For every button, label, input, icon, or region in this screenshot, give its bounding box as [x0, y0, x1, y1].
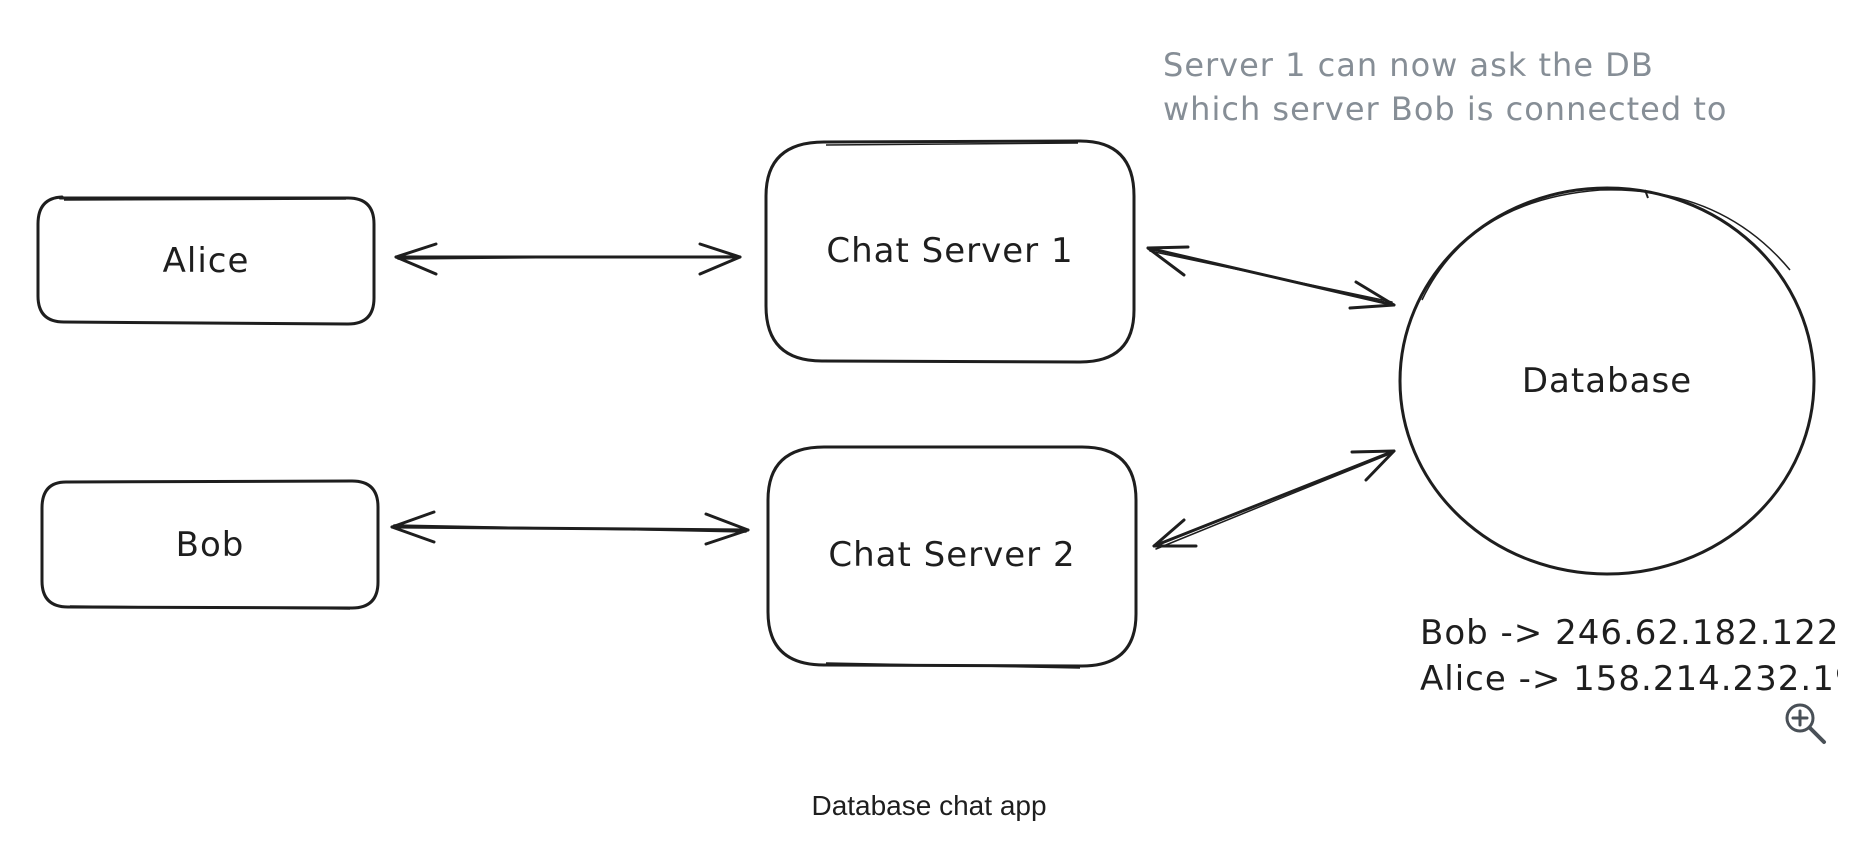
node-database[interactable]: Database: [1398, 186, 1816, 576]
mapping-alice: Alice -> 158.214.232.191: [1420, 659, 1858, 699]
node-alice[interactable]: Alice: [36, 195, 376, 326]
diagram-caption: Database chat app: [811, 790, 1047, 821]
node-bob[interactable]: Bob: [40, 479, 380, 610]
node-chat-server-1-label: Chat Server 1: [826, 231, 1073, 271]
node-bob-label: Bob: [176, 525, 245, 565]
edge-server2-database: [1152, 449, 1396, 550]
node-chat-server-2-label: Chat Server 2: [828, 535, 1075, 575]
note-line-2: which server Bob is connected to: [1163, 90, 1727, 128]
edge-server1-database: [1146, 245, 1396, 310]
node-chat-server-2[interactable]: Chat Server 2: [766, 445, 1138, 669]
node-chat-server-1[interactable]: Chat Server 1: [764, 139, 1136, 364]
edge-alice-server1: [394, 242, 742, 276]
mapping-bob: Bob -> 246.62.182.122: [1420, 613, 1839, 653]
node-alice-label: Alice: [163, 241, 250, 281]
zoom-in-icon: [1785, 703, 1826, 744]
edge-bob-server2: [390, 510, 750, 546]
zoom-in-button[interactable]: [1780, 698, 1832, 750]
node-database-label: Database: [1522, 361, 1692, 401]
note-line-1: Server 1 can now ask the DB: [1163, 46, 1654, 84]
